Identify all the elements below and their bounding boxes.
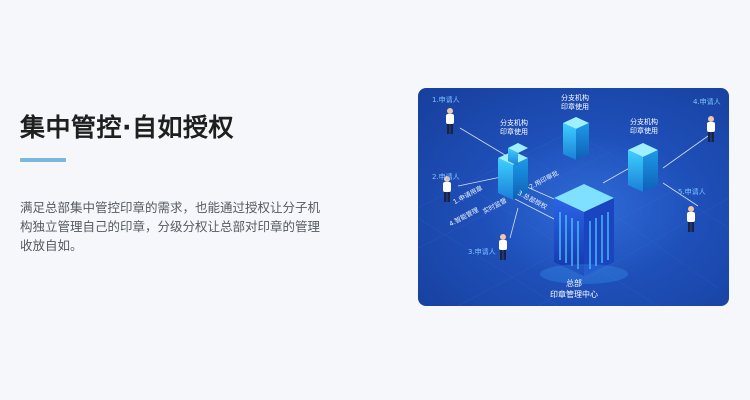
applicant-label-5: 5.申请人 (678, 188, 706, 196)
authorization-illustration: 1.申请人 2.申请人 3.申请人 4.申请人 5.申请人 分支机构 印章使用 … (418, 88, 729, 306)
applicant-label-3: 3.申请人 (468, 248, 496, 256)
person-icon (687, 206, 695, 232)
applicant-label-1: 1.申请人 (432, 96, 460, 104)
person-icon (707, 116, 715, 142)
person-icon (446, 108, 454, 134)
branch-building-center (563, 117, 589, 160)
hq-label: 总部 印章管理中心 (550, 279, 598, 299)
branch-building-right (628, 143, 658, 192)
section-title: 集中管控·自如授权 (20, 113, 234, 142)
section-description: 满足总部集中管控印章的需求，也能通过授权让分子机构独立管理自己的印章，分级分权让… (20, 200, 321, 253)
network-diagram (418, 108, 729, 306)
branch-label-right: 分支机构 印章使用 (630, 118, 658, 135)
applicant-label-4: 4.申请人 (693, 98, 721, 106)
branch-building-left (498, 143, 528, 200)
applicant-figures (443, 108, 715, 260)
branch-label-left: 分支机构 印章使用 (500, 119, 528, 136)
person-icon (443, 176, 451, 202)
branch-label-center: 分支机构 印章使用 (561, 94, 589, 111)
title-underline (20, 158, 66, 162)
hq-tower (540, 184, 628, 284)
person-icon (499, 234, 507, 260)
applicant-label-2: 2.申请人 (432, 173, 460, 181)
